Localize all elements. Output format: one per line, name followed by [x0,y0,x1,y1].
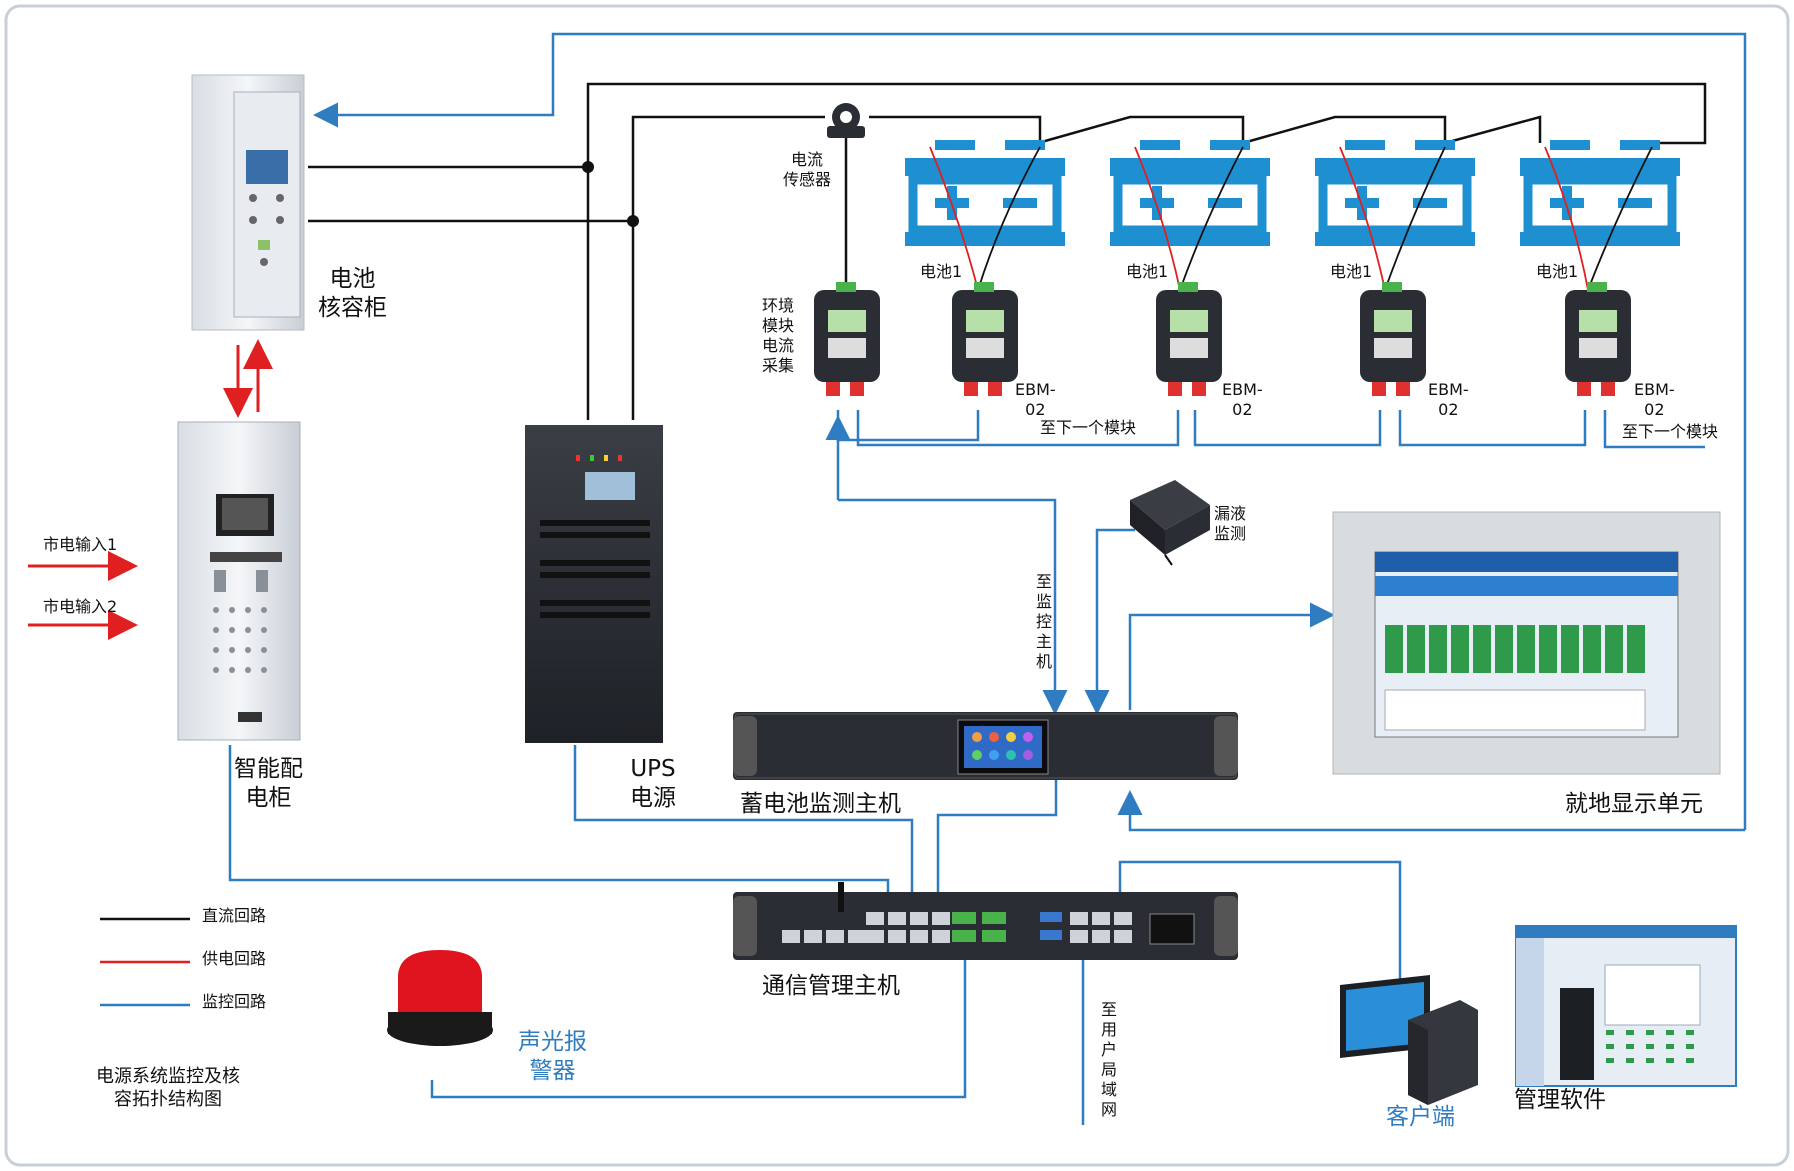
monitor-lines [228,32,1747,1125]
ebm-module-icon [952,282,1018,396]
battery-cabinet-icon [191,74,305,331]
ups-label: UPS 电源 [630,756,676,811]
current-sensor-icon [827,103,865,138]
comm-host-icon [733,882,1238,960]
distribution-cabinet-label: 智能配 电柜 [234,756,303,811]
power-arrows [28,339,273,640]
client-pc-icon [1340,975,1478,1105]
to-next-module-label: 至下一个模块 [1040,418,1137,437]
alarm-light-icon [387,950,493,1046]
ebm-label: EBM- 02 [1428,380,1469,419]
local-display-icon [1332,511,1721,775]
mains-input-label: 市电输入2 [43,597,118,616]
battery-label: 电池1 [1126,262,1169,281]
dc-lines [308,82,1707,420]
ebm-label: EBM- 02 [1634,380,1675,419]
battery-label: 电池1 [920,262,963,281]
management-software-icon [1515,925,1737,1087]
battery-icon [1315,140,1475,246]
env-module-label: 环境 模块 电流 采集 [762,296,795,375]
comm-host-label: 通信管理主机 [762,973,900,999]
legend-lines [100,917,190,1007]
battery-row [905,140,1680,246]
outer-frame [4,4,1790,1167]
mgmt-software-label: 管理软件 [1514,1087,1606,1113]
ebm-module-icon [1360,282,1426,396]
battery-label: 电池1 [1536,262,1579,281]
current-sensor-label: 电流 传感器 [783,150,832,189]
leak-detect-label: 漏液 监测 [1214,504,1247,543]
env-module-icon [814,282,880,396]
to-monitor-host-label: 至监控主机 [1035,572,1052,671]
alarm-label: 声光报 警器 [518,1029,587,1084]
legend-power-label: 供电回路 [202,949,267,968]
battery-label: 电池1 [1330,262,1373,281]
ebm-module-icon [1565,282,1631,396]
ebm-label: EBM- 02 [1015,380,1056,419]
battery-monitor-host-icon [733,712,1238,780]
legend-monitor-label: 监控回路 [202,992,267,1011]
battery-icon [1110,140,1270,246]
diagram-title: 电源系统监控及核 容拓扑结构图 [96,1066,240,1110]
client-label: 客户端 [1386,1104,1455,1130]
sense-wires [929,146,1653,291]
legend-dc-label: 直流回路 [202,906,267,925]
battery-icon [1520,140,1680,246]
ebm-module-icon [1156,282,1222,396]
battery-monitor-host-label: 蓄电池监测主机 [740,791,901,817]
battery-cabinet-label: 电池 核容柜 [318,266,387,321]
local-display-label: 就地显示单元 [1565,791,1703,817]
to-user-lan-label: 至用户局域网 [1100,1000,1117,1119]
mains-input-label: 市电输入1 [43,535,118,554]
ebm-modules [814,282,1631,396]
ebm-label: EBM- 02 [1222,380,1263,419]
to-next-module-label: 至下一个模块 [1622,422,1719,441]
ups-icon [525,425,663,743]
battery-icon [905,140,1065,246]
leak-sensor-icon [1130,480,1210,566]
distribution-cabinet-icon [177,421,301,741]
